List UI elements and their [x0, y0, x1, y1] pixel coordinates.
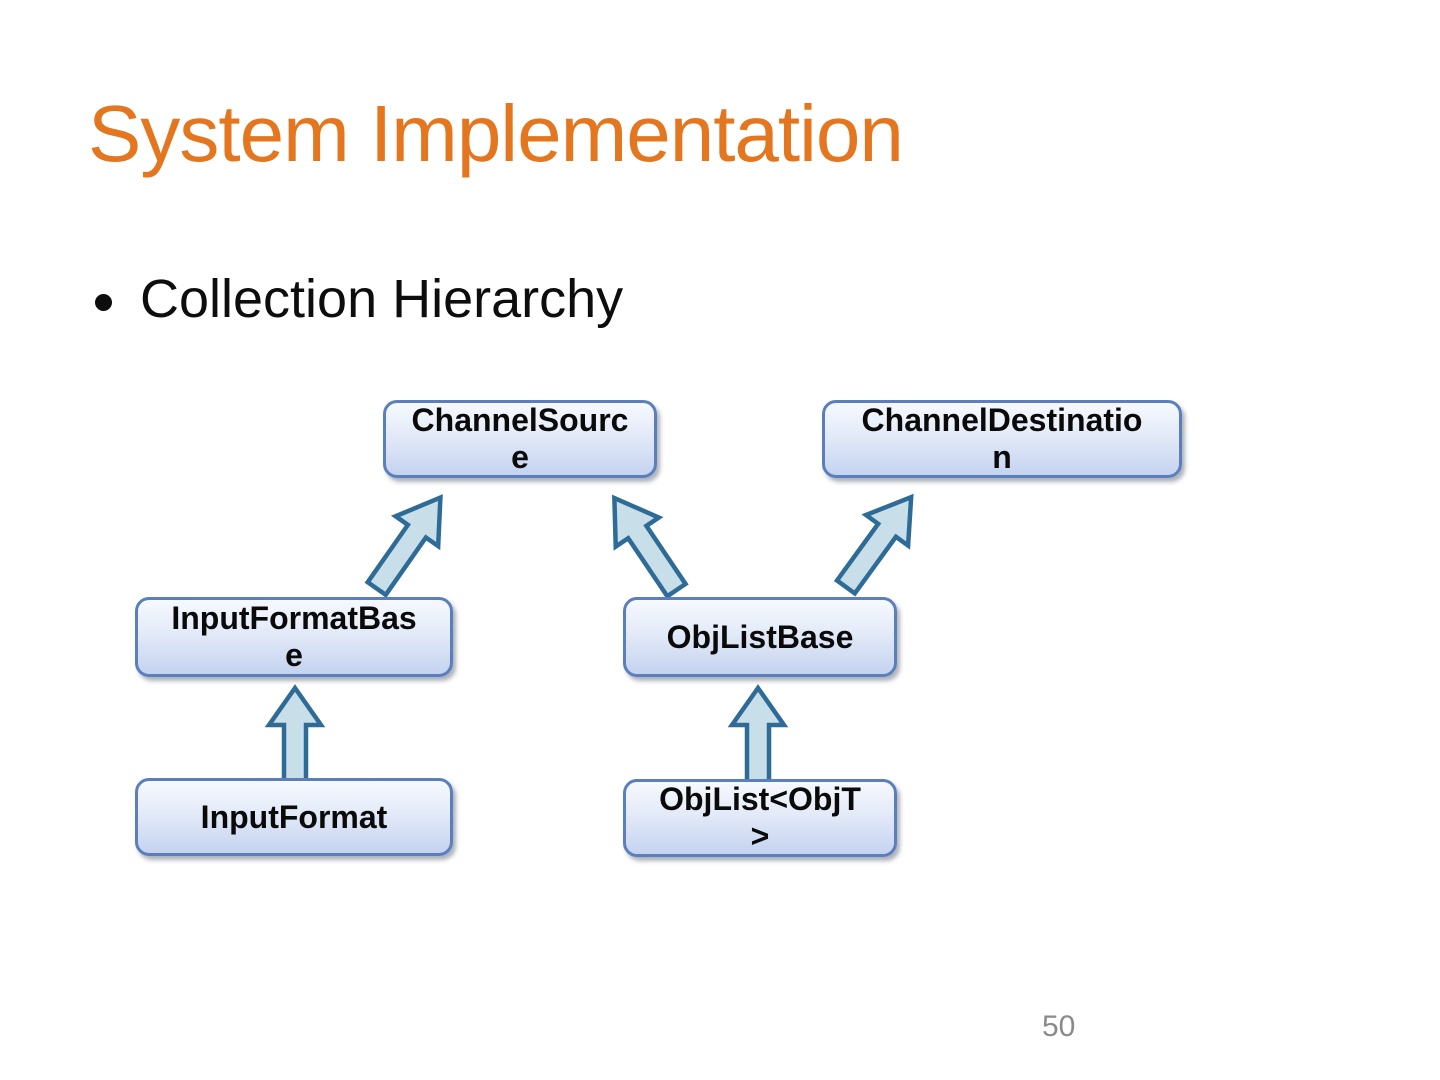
node-label: e — [285, 637, 303, 673]
node-label: ChannelSourc — [411, 402, 629, 438]
arrow-inputformat-to-inputformatbase-icon — [264, 684, 326, 786]
node-label: ObjListBase — [666, 618, 854, 655]
node-obj-list-base: ObjListBase — [623, 597, 897, 677]
bullet-icon — [95, 293, 112, 311]
node-label: > — [750, 818, 770, 854]
page-number: 50 — [1042, 1010, 1076, 1043]
arrow-objlist-to-objlistbase-icon — [727, 684, 789, 786]
bullet-text: Collection Hierarchy — [140, 269, 624, 329]
node-channel-source: ChannelSourc e — [383, 400, 657, 478]
node-input-format-base: InputFormatBas e — [135, 597, 453, 677]
node-label: ChannelDestinatio — [861, 402, 1143, 438]
node-input-format: InputFormat — [135, 778, 453, 856]
arrow-objlistbase-to-channeldestination-icon — [833, 493, 914, 597]
node-channel-destination: ChannelDestinatio n — [822, 400, 1182, 478]
arrow-objlistbase-to-channelsource-icon — [612, 494, 689, 600]
node-label: e — [511, 439, 529, 475]
node-label: ObjList<ObjT — [659, 781, 861, 817]
bullet-item: Collection Hierarchy — [95, 268, 623, 330]
slide-title: System Implementation — [88, 89, 904, 178]
node-label: InputFormat — [200, 798, 388, 835]
node-label: n — [992, 439, 1012, 475]
arrow-inputformatbase-to-channelsource-icon — [364, 494, 443, 598]
node-label: InputFormatBas — [171, 600, 417, 636]
node-obj-list: ObjList<ObjT > — [623, 779, 897, 857]
